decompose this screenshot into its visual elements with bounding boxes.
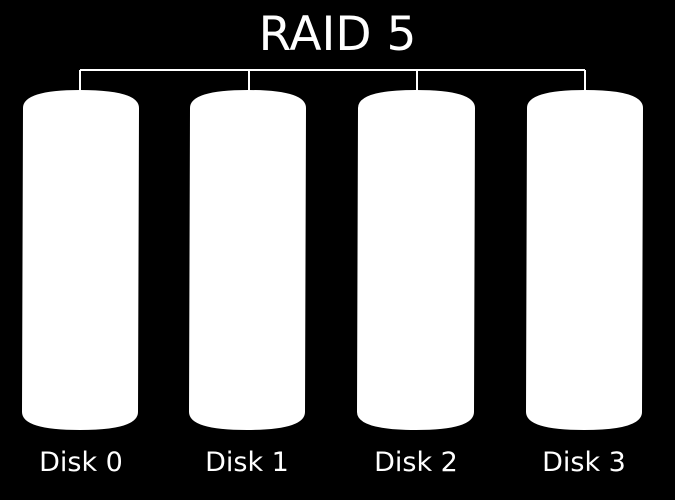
disk-label-3: Disk 3 <box>542 447 626 478</box>
disk-1-cylinder <box>189 90 306 430</box>
disk-3-cylinder <box>526 90 643 430</box>
connector-lines <box>79 69 586 92</box>
disk-label-2: Disk 2 <box>374 447 458 478</box>
disk-label-0: Disk 0 <box>39 447 123 478</box>
disk-2-cylinder <box>357 90 475 430</box>
disk-0-cylinder <box>22 90 139 430</box>
disk-label-1: Disk 1 <box>205 447 289 478</box>
diagram-title: RAID 5 <box>258 7 417 62</box>
